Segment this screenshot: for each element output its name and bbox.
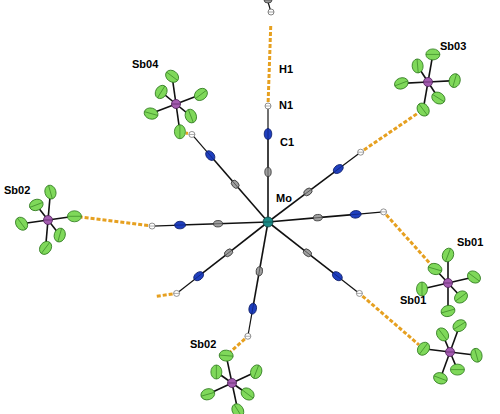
carbon-atom [255,266,263,276]
atom-label: Sb01 [457,236,483,249]
antimony-atom [424,78,433,87]
atom-label: Sb04 [132,58,158,71]
fluorine-atom [43,184,57,200]
fluorine-atom [412,59,424,74]
hydrogen-bond [386,215,431,265]
fluorine-atom [440,304,456,318]
fluorine-atom [430,90,448,107]
fluorine-atom [37,239,54,257]
fluorine-atom [153,83,170,101]
bond-line [229,222,268,253]
nitrogen-atom [192,270,205,283]
fluorine-atom [427,262,443,276]
hydrogen-bond [80,217,148,226]
carbon-atom [313,214,323,221]
hydrogen-atom [381,209,387,215]
carbon-atom [264,0,272,3]
atom-layer [13,0,484,414]
fluorine-atom [447,72,461,88]
fluorine-atom [192,86,210,103]
carbon-atom [302,187,313,198]
nitrogen-atom [332,163,345,176]
fluorine-atom [143,106,159,120]
antimony-atom [446,348,455,357]
nitrogen-atom [204,149,217,162]
bond-line [218,222,268,224]
antimony-atom [228,379,237,388]
hydrogen-bond [268,24,271,102]
nitrogen-atom [248,303,257,315]
bond-layer [22,2,477,410]
fluorine-atom [229,402,246,414]
fluorine-atom [249,363,264,380]
fluorine-atom [417,282,428,296]
fluorine-atom [219,350,234,362]
carbon-atom [302,247,313,258]
fluorine-atom [393,76,410,91]
bond-line [259,222,268,271]
hydrogen-atom [245,333,251,339]
antimony-atom [444,279,453,288]
fluorine-atom [67,211,81,222]
fluorine-atom [469,347,483,363]
hydrogen-atom [358,149,364,155]
bond-line [268,218,318,222]
fluorine-atom [28,197,45,212]
molybdenum-atom [263,217,273,227]
fluorine-atom [211,365,222,379]
nitrogen-atom [264,129,272,140]
carbon-atom [230,179,241,190]
atom-label: Sb03 [440,40,466,53]
atom-label: C1 [280,136,294,149]
hydrogen-atom [268,9,274,15]
fluorine-atom [434,325,451,343]
carbon-atom [223,247,234,258]
nitrogen-atom [331,270,344,283]
fluorine-atom [183,108,198,125]
fluorine-atom [426,49,440,60]
hydrogen-bond [186,132,188,136]
fluorine-atom [13,215,30,233]
hydrogen-atom [189,131,195,137]
atom-label: Sb01 [400,294,426,307]
fluorine-atom [450,364,464,375]
hydrogen-atom [149,223,155,229]
fluorine-atom [465,268,483,285]
hydrogen-bond [364,113,418,150]
hydrogen-atom [356,290,362,296]
nitrogen-atom [174,221,185,229]
atom-label: Mo [276,192,292,205]
fluorine-atom [415,101,432,119]
fluorine-atom [163,68,181,85]
bond-line [268,192,308,222]
fluorine-atom [200,387,216,401]
nitrogen-atom [350,210,362,219]
bond-line [235,184,268,222]
antimony-atom [172,100,181,109]
hydrogen-atom [265,103,271,109]
fluorine-atom [451,317,469,334]
fluorine-atom [174,125,185,139]
atom-label: N1 [279,99,293,112]
fluorine-atom [452,288,470,305]
carbon-atom [265,168,271,177]
hydrogen-bond [231,339,245,352]
fluorine-atom [415,340,432,358]
carbon-atom [213,220,222,227]
fluorine-atom [53,227,67,243]
atom-label: Sb02 [190,338,216,351]
hbond-layer [80,24,431,352]
fluorine-atom [440,246,455,263]
hydrogen-bond [157,294,173,296]
bond-line [267,172,269,222]
antimony-atom [44,216,53,225]
atom-label: H1 [279,63,293,76]
fluorine-atom [432,371,449,386]
atom-label: Sb02 [4,184,30,197]
hydrogen-atom [174,290,180,296]
fluorine-atom [239,385,257,402]
bond-line [268,222,307,253]
